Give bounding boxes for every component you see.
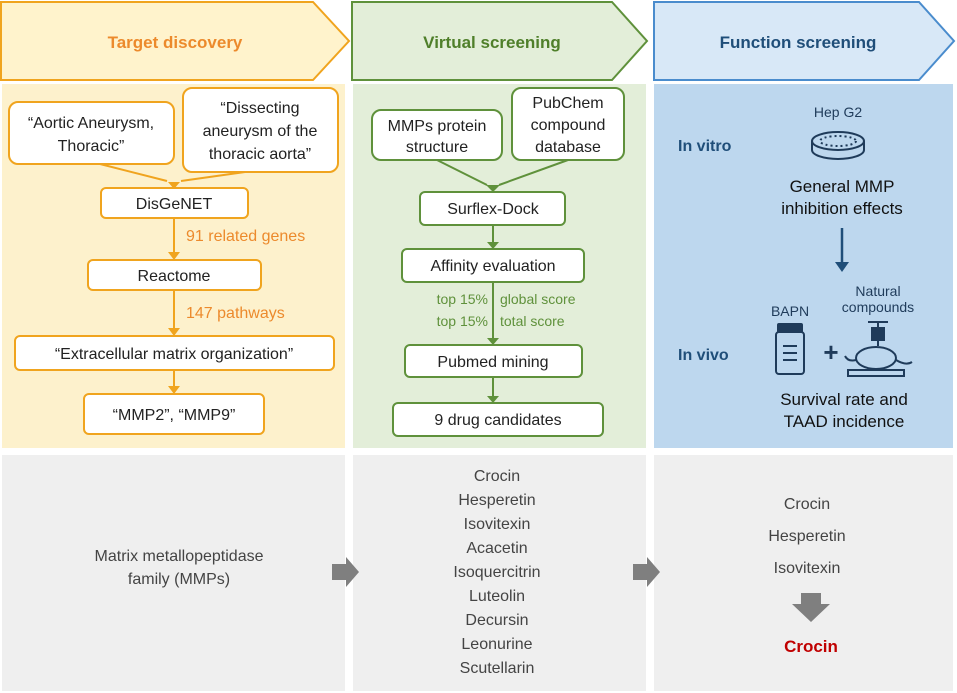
plus-sign: + [823, 337, 838, 367]
header-target-chevron [0, 1, 351, 81]
petri-dish-icon [811, 131, 865, 160]
term-dissecting-aneurysm-box [182, 87, 339, 173]
right-arrow-icon [332, 557, 359, 587]
candidate-item: Isoquercitrin [453, 564, 540, 581]
mmp-effects-line1: General MMP [790, 177, 895, 196]
header-virtual-chevron [351, 1, 649, 81]
header-virtual-label: Virtual screening [423, 33, 561, 52]
candidate-item: Hesperetin [458, 492, 535, 509]
criterion1-percent: top 15% [437, 291, 488, 307]
candidate-item: Crocin [474, 468, 520, 485]
criterion2-percent: top 15% [437, 313, 488, 329]
family-line1: Matrix metallopeptidase [95, 548, 264, 565]
bapn-label: BAPN [771, 303, 809, 319]
family-line2: family (MMPs) [128, 571, 230, 588]
disgenet-label: DisGeNET [136, 196, 213, 213]
reactome-label: Reactome [138, 268, 211, 285]
protein-line1: MMPs protein [388, 118, 487, 135]
term2-line3: thoracic aorta” [209, 146, 311, 163]
ecm-label: “Extracellular matrix organization” [55, 346, 293, 363]
mouse-injection-icon [844, 321, 913, 377]
validated-item: Isovitexin [774, 560, 841, 577]
bottom-panel-left [2, 455, 345, 691]
validated-item: Hesperetin [768, 528, 845, 545]
protein-line2: structure [406, 139, 468, 156]
term1-line2: Thoracic” [58, 138, 125, 155]
candidate-item: Decursin [465, 612, 528, 629]
candidate-list: Crocin Hesperetin Isovitexin Acacetin Is… [453, 468, 540, 677]
validated-item: Crocin [784, 496, 830, 513]
bottom-panel-middle [353, 455, 646, 691]
survival-line1: Survival rate and [780, 390, 908, 409]
bapn-bottle-icon [775, 323, 805, 375]
in-vitro-label: In vitro [678, 138, 732, 155]
arrowhead [168, 252, 180, 260]
arrowhead [168, 328, 180, 336]
candidate-item: Leonurine [461, 636, 532, 653]
natural-compounds-line1: Natural [855, 283, 900, 299]
bottom-panel-right [654, 455, 953, 691]
genes-count-label: 91 related genes [186, 228, 305, 245]
pathways-count-label: 147 pathways [186, 305, 285, 322]
natural-compounds-line2: compounds [842, 299, 914, 315]
survival-line2: TAAD incidence [784, 412, 905, 431]
criterion1-score: global score [500, 291, 576, 307]
final-compound: Crocin [784, 637, 838, 656]
down-arrow-icon [835, 262, 849, 272]
header-target-label: Target discovery [108, 33, 243, 52]
surflex-label: Surflex-Dock [447, 201, 540, 218]
arrowhead [168, 386, 180, 394]
mmp-label: “MMP2”, “MMP9” [113, 407, 236, 424]
in-vivo-label: In vivo [678, 347, 729, 364]
term2-line2: aneurysm of the [203, 123, 318, 140]
arrowhead [487, 396, 499, 403]
candidates-label: 9 drug candidates [434, 412, 561, 429]
candidate-item: Luteolin [469, 588, 525, 605]
arrowhead [168, 182, 180, 189]
candidates-box [392, 402, 604, 437]
affinity-label: Affinity evaluation [430, 258, 555, 275]
pubmed-label: Pubmed mining [437, 354, 548, 371]
arrowhead [486, 185, 500, 192]
function-panel [654, 84, 953, 448]
hepg2-label: Hep G2 [814, 104, 862, 120]
arrowhead [487, 242, 499, 249]
validated-list: Crocin Hesperetin Isovitexin [768, 496, 845, 577]
pubchem-line2: compound [531, 117, 606, 134]
candidate-item: Isovitexin [464, 516, 531, 533]
header-function-chevron [653, 1, 956, 81]
header-function-label: Function screening [720, 33, 877, 52]
term-aortic-aneurysm-box [8, 101, 175, 165]
pubchem-line1: PubChem [532, 95, 603, 112]
candidate-item: Scutellarin [460, 660, 535, 677]
down-arrow-icon [792, 593, 830, 622]
criterion2-score: total score [500, 313, 565, 329]
arrowhead [487, 338, 499, 345]
term1-line1: “Aortic Aneurysm, [28, 115, 154, 132]
mmp-effects-line2: inhibition effects [781, 199, 903, 218]
term2-line1: “Dissecting [220, 100, 299, 117]
pubchem-line3: database [535, 139, 601, 156]
candidate-item: Acacetin [466, 540, 527, 557]
right-arrow-icon [633, 557, 660, 587]
